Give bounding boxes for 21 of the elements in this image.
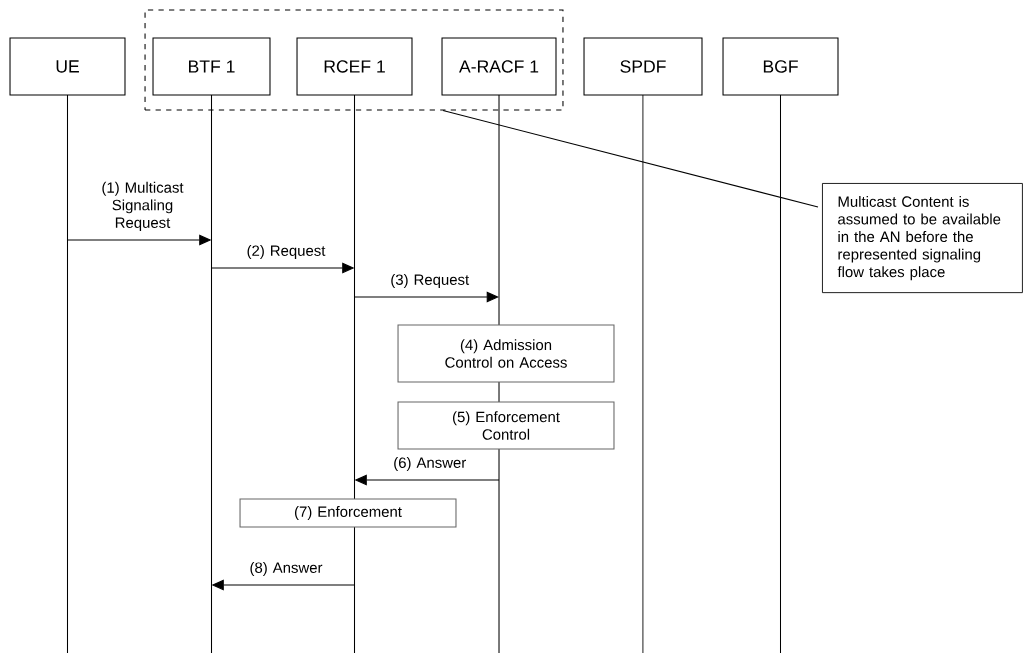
process-box: (7) Enforcement bbox=[239, 498, 457, 528]
process-box: (5) Enforcement Control bbox=[397, 401, 615, 450]
edge-label: (3) Request bbox=[391, 273, 470, 288]
entity-box: A-RACF 1 bbox=[441, 37, 557, 96]
lifeline bbox=[67, 95, 69, 653]
entity-box: BGF bbox=[722, 37, 839, 96]
edge-label: (2) Request bbox=[247, 244, 326, 259]
entity-box: UE bbox=[9, 37, 126, 96]
entity-box: RCEF 1 bbox=[296, 37, 413, 96]
entity-box: BTF 1 bbox=[152, 37, 271, 96]
entity-box: SPDF bbox=[583, 37, 703, 96]
edge-label: (1) Multicast Signaling Request bbox=[102, 181, 184, 231]
message-arrow bbox=[354, 291, 499, 303]
note-box: Multicast Content is assumed to be available in the AN before the represented signaling flow takes place bbox=[822, 183, 1023, 294]
edge-label: (8) Answer bbox=[250, 562, 323, 576]
group-box bbox=[144, 9, 564, 111]
process-box: (4) Admission Control on Access bbox=[397, 324, 615, 383]
lifeline bbox=[780, 95, 782, 653]
leader-line bbox=[442, 110, 819, 208]
edge-label: (6) Answer bbox=[394, 457, 466, 471]
lifeline bbox=[642, 95, 644, 653]
